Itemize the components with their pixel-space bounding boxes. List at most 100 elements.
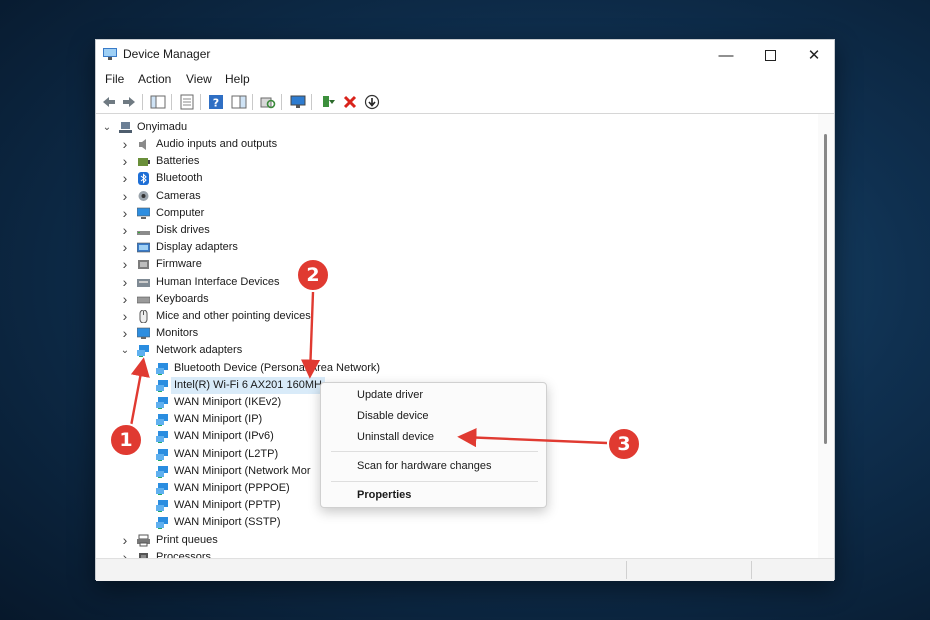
menu-file[interactable]: File bbox=[105, 72, 125, 86]
minimize-icon: — bbox=[718, 46, 734, 64]
network-adapter-label: WAN Miniport (Network Mor bbox=[174, 465, 311, 477]
chevron-right-icon[interactable]: › bbox=[122, 205, 128, 221]
network-adapter-label: Intel(R) Wi-Fi 6 AX201 160MH bbox=[171, 377, 325, 394]
network-adapter-label: WAN Miniport (L2TP) bbox=[174, 448, 279, 460]
context-menu: Update driver Disable device Uninstall d… bbox=[320, 382, 547, 508]
scrollbar-thumb[interactable] bbox=[824, 134, 827, 444]
tree-category-label: Cameras bbox=[156, 190, 201, 202]
network-adapter-icon bbox=[156, 483, 168, 495]
disk-icon bbox=[137, 231, 150, 235]
network-adapter-label: WAN Miniport (SSTP) bbox=[174, 516, 281, 528]
device-tree: ⌄ Onyimadu ›Audio inputs and outputs›Bat… bbox=[96, 114, 818, 558]
tree-category-label: Audio inputs and outputs bbox=[156, 138, 278, 150]
chevron-right-icon[interactable]: › bbox=[122, 308, 128, 324]
chevron-right-icon[interactable]: › bbox=[122, 136, 128, 152]
back-arrow-icon[interactable] bbox=[101, 94, 117, 110]
svg-text:?: ? bbox=[213, 97, 219, 110]
maximize-button[interactable] bbox=[748, 40, 792, 70]
chevron-right-icon[interactable]: › bbox=[122, 532, 128, 548]
toolbar: ? bbox=[96, 91, 834, 114]
tree-category-label: Network adapters bbox=[156, 344, 243, 356]
uninstall-device-icon[interactable] bbox=[342, 94, 358, 110]
update-driver-icon[interactable] bbox=[320, 94, 336, 110]
close-icon: ✕ bbox=[807, 47, 821, 64]
battery-icon bbox=[138, 158, 150, 166]
enable-device-icon[interactable] bbox=[364, 94, 380, 110]
display-adapter-icon bbox=[137, 242, 150, 253]
status-divider bbox=[751, 561, 752, 579]
show-hide-console-tree-icon[interactable] bbox=[150, 94, 166, 110]
window-title: Device Manager bbox=[123, 47, 211, 61]
update-driver-menu-item[interactable]: Update driver bbox=[357, 389, 424, 401]
tree-category-label: Firmware bbox=[156, 258, 202, 270]
network-adapter-icon bbox=[156, 363, 168, 375]
chevron-right-icon[interactable]: › bbox=[122, 291, 128, 307]
network-adapter-icon bbox=[156, 449, 168, 461]
tree-category-label: Monitors bbox=[156, 327, 199, 339]
tree-category-label: Batteries bbox=[156, 155, 200, 167]
network-adapter-icon bbox=[137, 345, 149, 357]
network-adapter-icon bbox=[156, 397, 168, 409]
vertical-scrollbar[interactable] bbox=[818, 114, 834, 558]
chevron-right-icon[interactable]: › bbox=[122, 239, 128, 255]
minimize-button[interactable]: — bbox=[704, 40, 748, 70]
network-adapter-label: Bluetooth Device (Personal Area Network) bbox=[174, 362, 381, 374]
chevron-right-icon[interactable]: › bbox=[122, 325, 128, 341]
network-adapter-icon bbox=[156, 431, 168, 443]
scan-hardware-icon[interactable] bbox=[260, 94, 276, 110]
chevron-down-icon[interactable]: ⌄ bbox=[102, 122, 112, 133]
chevron-right-icon[interactable]: › bbox=[122, 153, 128, 169]
camera-icon bbox=[138, 191, 149, 201]
network-adapter-icon bbox=[156, 500, 168, 512]
chevron-right-icon[interactable]: › bbox=[122, 274, 128, 290]
device-manager-window: Device Manager — ✕ File Action View Help… bbox=[95, 39, 835, 581]
annotation-badge-2: 2 bbox=[296, 258, 330, 292]
network-adapter-label: WAN Miniport (PPPOE) bbox=[174, 482, 290, 494]
device-manager-icon bbox=[103, 48, 117, 60]
speaker-icon bbox=[139, 139, 146, 150]
toolbar-separator bbox=[252, 94, 253, 110]
tree-category-label: Display adapters bbox=[156, 241, 238, 253]
disable-device-menu-item[interactable]: Disable device bbox=[357, 410, 429, 422]
tree-category-label: Processors bbox=[156, 551, 212, 558]
toolbar-separator bbox=[171, 94, 172, 110]
keyboard-icon bbox=[137, 296, 150, 304]
tree-category-label: Print queues bbox=[156, 534, 218, 546]
forward-arrow-icon[interactable] bbox=[121, 94, 137, 110]
network-adapter-icon bbox=[156, 380, 168, 392]
annotation-badge-3: 3 bbox=[607, 427, 641, 461]
menu-action[interactable]: Action bbox=[138, 72, 172, 86]
title-bar: Device Manager — ✕ bbox=[96, 40, 834, 70]
chevron-right-icon[interactable]: › bbox=[122, 188, 128, 204]
bluetooth-icon bbox=[138, 172, 149, 185]
chevron-right-icon[interactable]: › bbox=[122, 170, 128, 186]
tree-category-label: Disk drives bbox=[156, 224, 210, 236]
monitor-display-icon[interactable] bbox=[290, 94, 306, 110]
chevron-right-icon[interactable]: › bbox=[122, 222, 128, 238]
tree-category-label: Human Interface Devices bbox=[156, 276, 280, 288]
menu-help[interactable]: Help bbox=[225, 72, 250, 86]
toolbar-separator bbox=[281, 94, 282, 110]
properties-sheet-icon[interactable] bbox=[179, 94, 195, 110]
scan-hardware-menu-item[interactable]: Scan for hardware changes bbox=[357, 460, 492, 472]
network-adapter-icon bbox=[156, 517, 168, 529]
uninstall-device-menu-item[interactable]: Uninstall device bbox=[357, 431, 435, 443]
menu-separator bbox=[331, 481, 538, 482]
hid-icon bbox=[137, 279, 150, 287]
network-adapter-label: WAN Miniport (IPv6) bbox=[174, 430, 274, 442]
menu-bar: File Action View Help bbox=[96, 70, 834, 90]
close-button[interactable]: ✕ bbox=[792, 40, 836, 70]
menu-view[interactable]: View bbox=[186, 72, 212, 86]
properties-menu-item[interactable]: Properties bbox=[357, 489, 412, 501]
toolbar-separator bbox=[311, 94, 312, 110]
chevron-right-icon[interactable]: › bbox=[122, 549, 128, 558]
network-adapter-icon bbox=[156, 466, 168, 478]
action-pane-icon[interactable] bbox=[231, 94, 247, 110]
help-icon[interactable]: ? bbox=[208, 94, 224, 110]
monitor-icon bbox=[137, 327, 150, 339]
chevron-down-icon[interactable]: ⌄ bbox=[120, 345, 130, 356]
network-adapter-label: WAN Miniport (PPTP) bbox=[174, 499, 281, 511]
status-bar bbox=[96, 558, 834, 581]
tree-category-label: Mice and other pointing devices bbox=[156, 310, 311, 322]
chevron-right-icon[interactable]: › bbox=[122, 256, 128, 272]
